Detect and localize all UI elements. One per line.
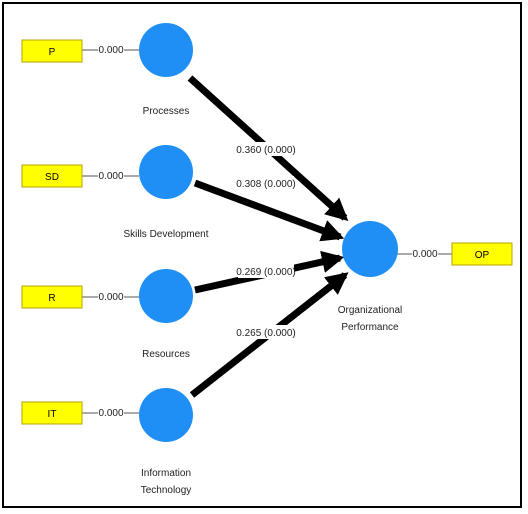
loading-value-sd: 0.000 bbox=[98, 171, 123, 182]
path-arrow-skills bbox=[193, 179, 345, 242]
indicator-box-r[interactable] bbox=[21, 285, 83, 309]
loading-value-p: 0.000 bbox=[98, 45, 123, 56]
indicator-label-r: R bbox=[48, 293, 55, 304]
indicator-box-sd[interactable] bbox=[21, 164, 83, 188]
path-coefficient-skills: 0.308 (0.000) bbox=[236, 179, 296, 190]
path-coefficient-it: 0.265 (0.000) bbox=[236, 328, 296, 339]
construct-label-processes: Processes bbox=[143, 106, 190, 117]
path-coefficient-resources: 0.269 (0.000) bbox=[236, 267, 296, 278]
indicator-label-op: OP bbox=[475, 250, 490, 261]
indicator-box-op[interactable] bbox=[451, 242, 513, 266]
construct-label-resources: Resources bbox=[142, 349, 190, 360]
indicator-box-p[interactable] bbox=[21, 39, 83, 63]
construct-node-op[interactable] bbox=[342, 221, 398, 277]
construct-label-op-line2: Performance bbox=[341, 322, 399, 333]
indicator-label-sd: SD bbox=[45, 172, 59, 183]
construct-node-resources[interactable] bbox=[139, 269, 193, 323]
construct-label-it-line1: Information bbox=[141, 468, 191, 479]
indicator-label-it: IT bbox=[48, 409, 57, 420]
construct-node-it[interactable] bbox=[139, 388, 193, 442]
construct-label-it-line2: Technology bbox=[141, 485, 192, 496]
indicator-box-it[interactable] bbox=[21, 401, 83, 425]
construct-label-op-line1: Organizational bbox=[338, 305, 402, 316]
construct-node-processes[interactable] bbox=[139, 23, 193, 77]
loading-value-op: 0.000 bbox=[412, 249, 437, 260]
indicator-label-p: P bbox=[49, 47, 56, 58]
construct-label-skills: Skills Development bbox=[123, 229, 208, 240]
loading-value-it: 0.000 bbox=[98, 408, 123, 419]
construct-node-skills[interactable] bbox=[139, 145, 193, 199]
loading-value-r: 0.000 bbox=[98, 292, 123, 303]
path-coefficient-processes: 0.360 (0.000) bbox=[236, 145, 296, 156]
